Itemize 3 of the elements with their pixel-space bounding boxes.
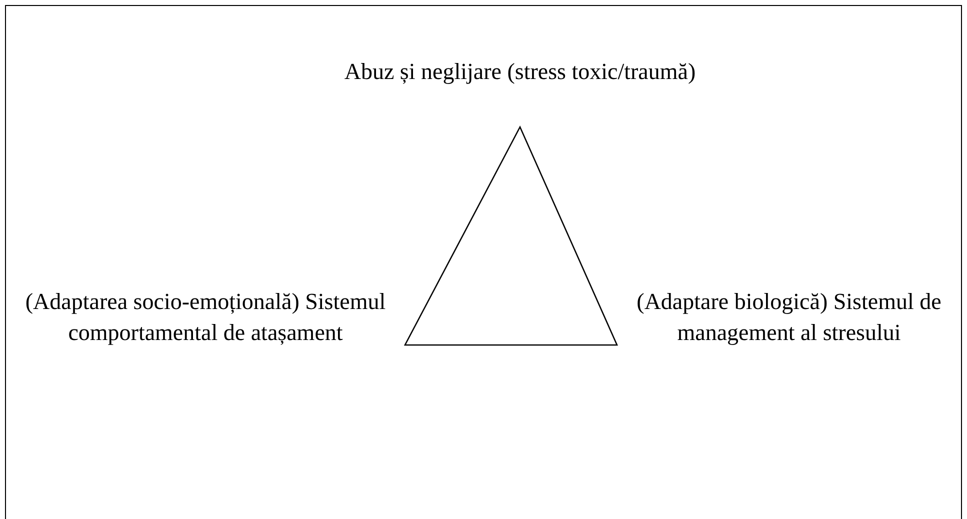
vertex-label: Abuz și neglijare (stress toxic/traumă) [343,58,697,86]
vertex-label: (Adaptare biologică) Sistemul de management al stresului [636,288,942,347]
vertex-label: (Adaptarea socio-emoțională) Sistemul comportamental de atașament [24,288,387,347]
